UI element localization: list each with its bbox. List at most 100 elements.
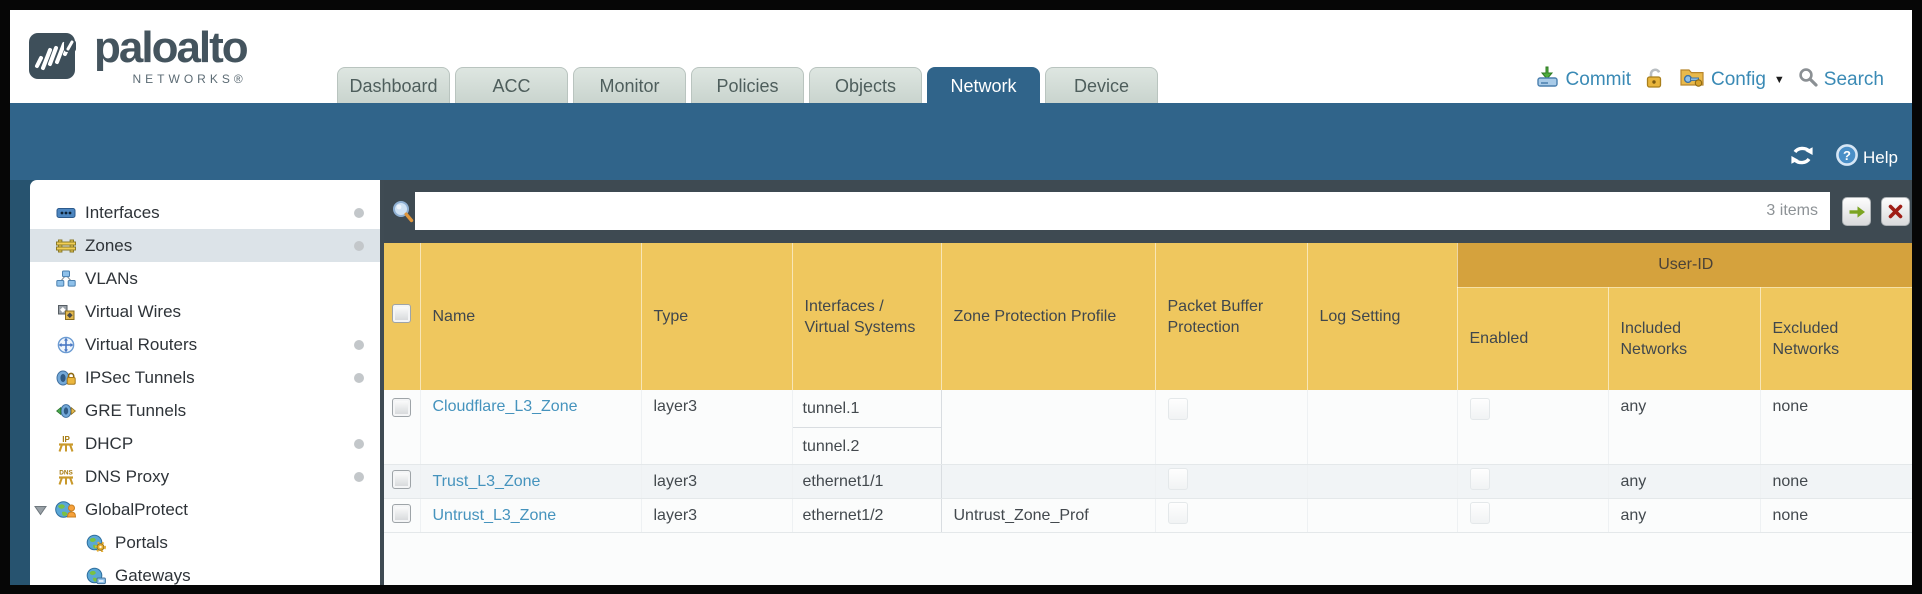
top-bar: paloalto NETWORKS® Dashboard ACC Monitor… <box>10 10 1912 103</box>
apply-filter-button[interactable] <box>1842 197 1871 226</box>
status-dot <box>354 208 364 218</box>
interface-entry[interactable]: ethernet1/2 <box>802 507 884 524</box>
table-row: Untrust_L3_Zone layer3 ethernet1/2 Untru… <box>384 498 1912 533</box>
items-count-label: 3 items <box>1766 202 1818 219</box>
paloalto-logo: paloalto NETWORKS® <box>28 23 249 89</box>
sidebar-item-dhcp[interactable]: IP DHCP <box>30 427 380 460</box>
svg-text:DNS: DNS <box>59 469 73 476</box>
sidebar-item-gateways[interactable]: Gateways <box>30 559 380 585</box>
interface-entry[interactable]: tunnel.1 <box>802 400 860 417</box>
interface-entry[interactable]: tunnel.2 <box>792 427 941 464</box>
dns-proxy-icon: DNS <box>55 467 77 487</box>
user-id-enabled-checkbox <box>1469 502 1490 524</box>
column-header-type[interactable]: Type <box>641 243 793 390</box>
sidebar-item-ipsec-tunnels[interactable]: IPSec Tunnels <box>30 361 380 394</box>
help-icon: ? <box>1835 143 1859 172</box>
status-dot <box>354 373 364 383</box>
column-header-log-setting[interactable]: Log Setting <box>1307 243 1458 390</box>
log-setting <box>1307 464 1458 499</box>
zone-protection-profile: Untrust_Zone_Prof <box>941 498 1156 533</box>
lock-unlocked-icon[interactable] <box>1644 67 1666 94</box>
column-group-user-id: User-ID <box>1457 243 1912 288</box>
packet-buffer-protection-checkbox <box>1167 468 1188 490</box>
config-menu-button[interactable]: Config ▼ <box>1679 66 1785 94</box>
search-icon <box>1798 67 1818 93</box>
row-checkbox[interactable] <box>392 469 411 489</box>
zone-protection-profile <box>941 464 1156 499</box>
config-icon <box>1679 66 1705 94</box>
tab-dashboard[interactable]: Dashboard <box>337 67 450 103</box>
included-networks: any <box>1608 498 1761 533</box>
sidebar-item-dns-proxy[interactable]: DNS DNS Proxy <box>30 460 380 493</box>
included-networks: any <box>1608 464 1761 499</box>
filter-text-input[interactable] <box>415 192 1830 230</box>
top-action-bar: Commit Config <box>1536 66 1884 94</box>
log-setting <box>1307 390 1458 465</box>
vlans-icon <box>55 269 77 289</box>
tab-acc[interactable]: ACC <box>455 67 568 103</box>
zone-name-link[interactable]: Untrust_L3_Zone <box>432 506 557 524</box>
zone-interfaces-cell: tunnel.1 tunnel.2 <box>791 390 942 465</box>
chevron-down-icon: ▼ <box>1773 74 1785 86</box>
filter-search-icon <box>391 199 415 230</box>
tab-device[interactable]: Device <box>1045 67 1158 103</box>
user-id-enabled-checkbox <box>1469 468 1490 490</box>
commit-button[interactable]: Commit <box>1536 66 1631 94</box>
column-header-interfaces[interactable]: Interfaces / Virtual Systems <box>792 243 942 390</box>
sidebar-item-virtual-routers[interactable]: Virtual Routers <box>30 328 380 361</box>
zone-protection-profile <box>941 390 1156 465</box>
zone-type: layer3 <box>641 464 793 499</box>
excluded-networks: none <box>1760 498 1912 533</box>
interfaces-icon <box>55 203 77 223</box>
sidebar-item-gre-tunnels[interactable]: GRE Tunnels <box>30 394 380 427</box>
sidebar-item-virtual-wires[interactable]: Virtual Wires <box>30 295 380 328</box>
status-dot <box>354 439 364 449</box>
row-checkbox[interactable] <box>392 398 411 417</box>
column-header-name[interactable]: Name <box>420 243 642 390</box>
tab-policies[interactable]: Policies <box>691 67 804 103</box>
help-button[interactable]: ? Help <box>1835 143 1898 172</box>
sidebar-resize-divider[interactable] <box>380 180 384 585</box>
column-header-packet-buffer-protection[interactable]: Packet Buffer Protection <box>1155 243 1308 390</box>
select-all-checkbox[interactable] <box>392 304 411 323</box>
filter-bar: 3 items <box>384 180 1912 243</box>
interface-entry[interactable]: ethernet1/1 <box>802 473 884 490</box>
collapse-triangle-icon[interactable] <box>34 503 48 516</box>
sidebar-item-globalprotect[interactable]: GlobalProtect <box>30 493 380 526</box>
sidebar-item-interfaces[interactable]: Interfaces <box>30 196 380 229</box>
virtual-wires-icon <box>55 302 77 322</box>
zone-name-link[interactable]: Trust_L3_Zone <box>432 472 541 490</box>
clear-filter-button[interactable] <box>1881 197 1910 226</box>
gateways-icon <box>85 566 107 586</box>
gre-tunnels-icon <box>55 401 77 421</box>
zones-panel: 3 items <box>384 180 1912 585</box>
table-row: Trust_L3_Zone layer3 ethernet1/1 any non… <box>384 464 1912 499</box>
globalprotect-icon <box>55 500 77 520</box>
sidebar-item-portals[interactable]: Portals <box>30 526 380 559</box>
zone-name-link[interactable]: Cloudflare_L3_Zone <box>432 398 578 415</box>
row-checkbox[interactable] <box>392 503 411 523</box>
zone-interfaces-cell: ethernet1/2 <box>791 498 942 533</box>
column-header-enabled[interactable]: Enabled <box>1457 287 1609 390</box>
sidebar-item-zones[interactable]: Zones <box>30 229 380 262</box>
virtual-routers-icon <box>55 335 77 355</box>
refresh-icon[interactable] <box>1789 144 1815 172</box>
status-dot <box>354 472 364 482</box>
zones-table: Name Type Interfaces / Virtual Systems Z… <box>384 243 1912 533</box>
paloalto-logo-icon <box>28 24 84 89</box>
global-search-button[interactable]: Search <box>1798 67 1884 93</box>
sidebar-item-vlans[interactable]: VLANs <box>30 262 380 295</box>
commit-icon <box>1536 66 1560 94</box>
tab-network[interactable]: Network <box>927 67 1040 103</box>
tab-objects[interactable]: Objects <box>809 67 922 103</box>
column-header-zone-protection-profile[interactable]: Zone Protection Profile <box>941 243 1156 390</box>
column-header-included-networks[interactable]: Included Networks <box>1608 287 1761 390</box>
tab-monitor[interactable]: Monitor <box>573 67 686 103</box>
zone-type: layer3 <box>641 498 793 533</box>
network-sidebar: Interfaces Zones VLANs Virtua <box>30 180 380 585</box>
brand-wordmark: paloalto <box>94 23 249 72</box>
status-dot <box>354 241 364 251</box>
column-header-excluded-networks[interactable]: Excluded Networks <box>1760 287 1912 390</box>
user-id-enabled-checkbox <box>1469 398 1490 420</box>
table-row: Cloudflare_L3_Zone layer3 tunnel.1 tunne… <box>384 390 1912 465</box>
